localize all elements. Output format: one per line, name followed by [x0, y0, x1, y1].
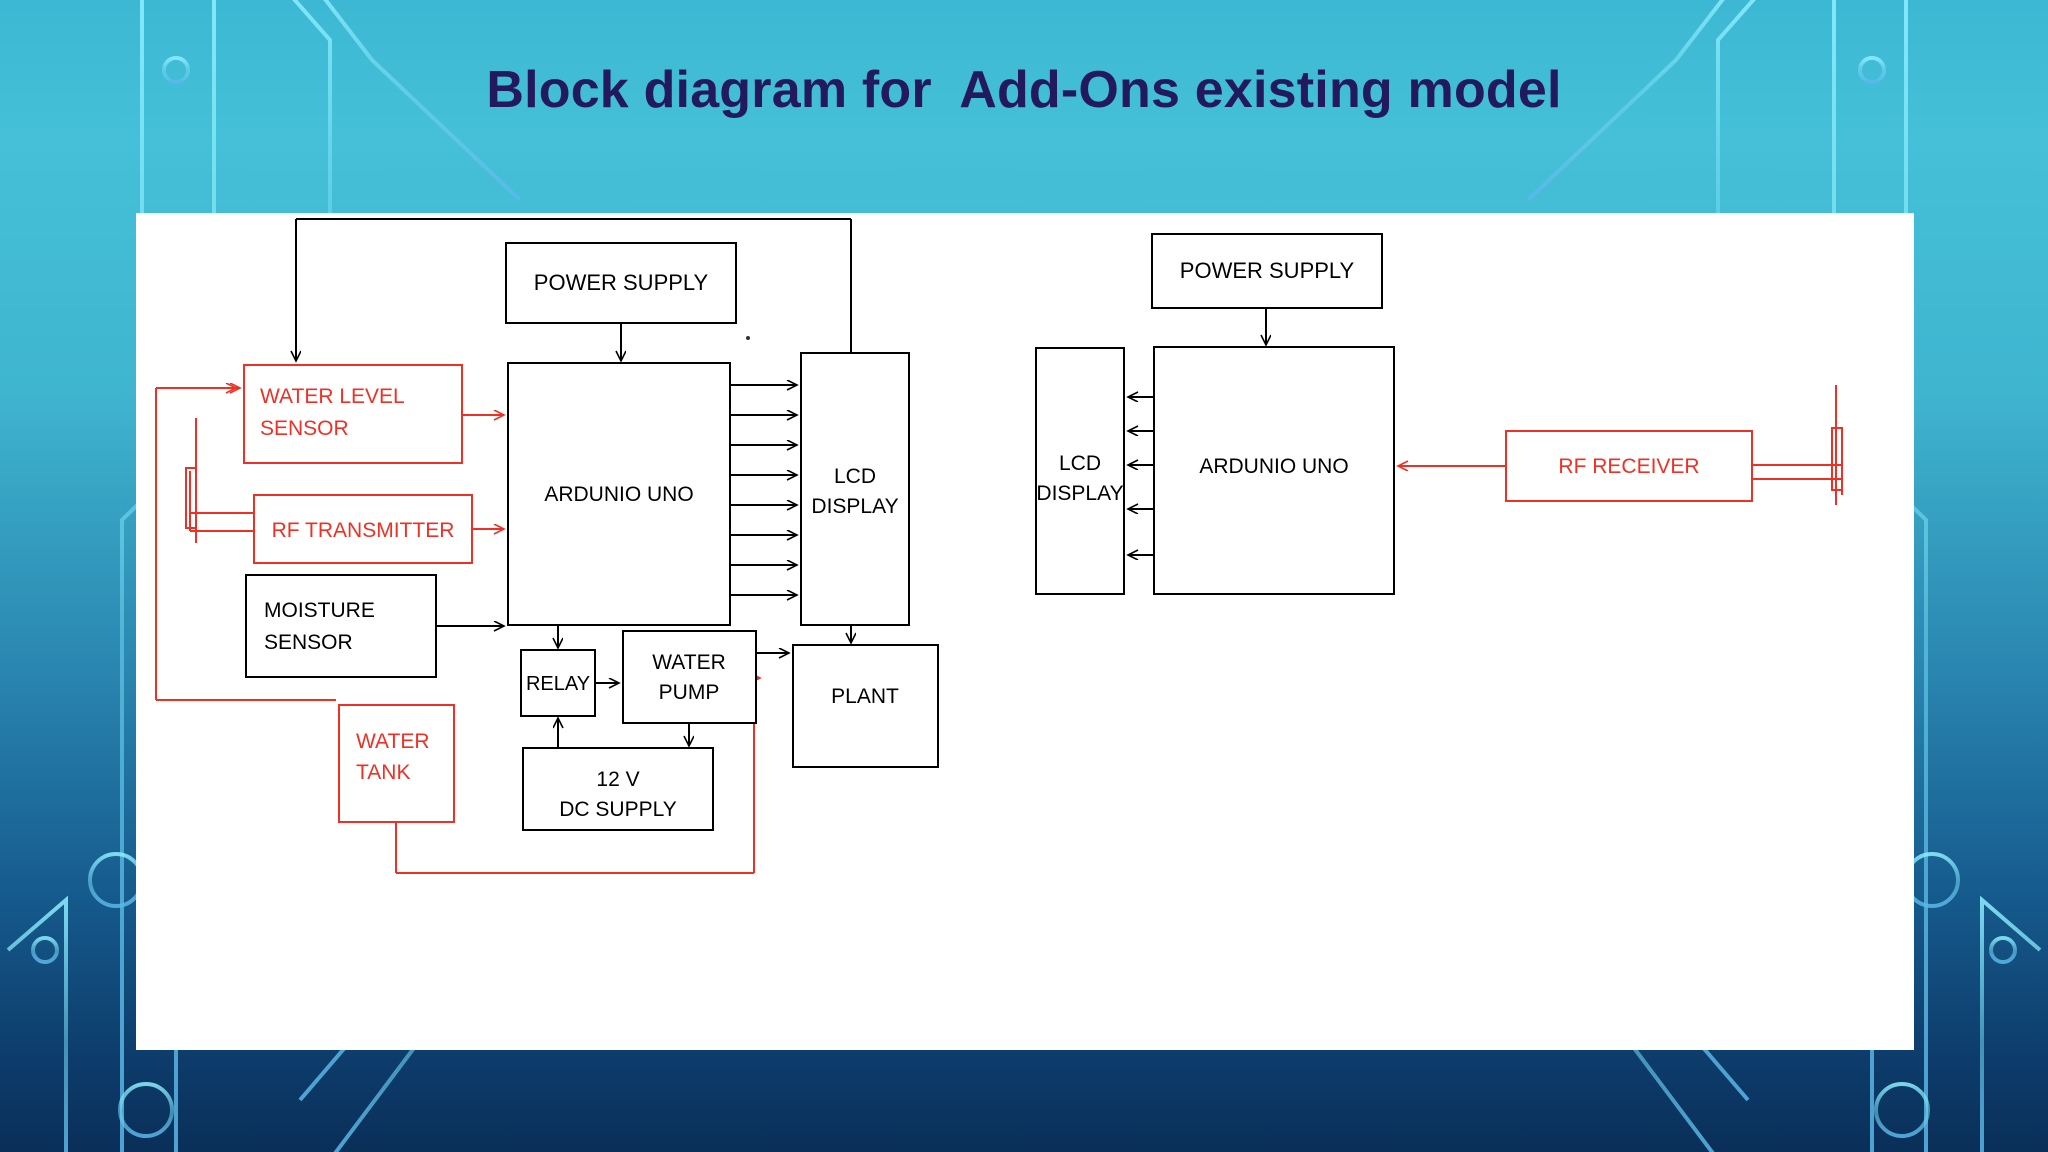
stray-dot-left — [746, 336, 750, 340]
block-relay-label: RELAY — [526, 673, 590, 695]
block-water-level-sensor-label-1: WATER LEVEL — [260, 385, 405, 408]
block-dc-supply-label-1: 12 V — [596, 768, 639, 791]
right-blocks: POWER SUPPLY LCD DISPLAY ARDUNIO UNO RF … — [1035, 233, 1753, 595]
block-rf-transmitter[interactable] — [253, 494, 473, 564]
block-ardunio-uno-label: ARDUNIO UNO — [544, 483, 693, 506]
block-lcd-display-2-label-1: LCD — [1059, 452, 1101, 475]
block-ardunio-uno-2[interactable] — [1153, 346, 1395, 595]
block-moisture-sensor-label-1: MOISTURE — [264, 599, 375, 622]
block-dc-supply[interactable] — [522, 747, 714, 831]
block-lcd-display-2[interactable] — [1035, 347, 1125, 595]
right-black-wires — [1128, 308, 1266, 555]
right-diagram-group: POWER SUPPLY LCD DISPLAY ARDUNIO UNO RF … — [1035, 233, 1843, 595]
block-lcd-display-label-2: DISPLAY — [811, 495, 898, 518]
block-water-pump-label-2: PUMP — [659, 681, 720, 704]
block-power-supply[interactable] — [505, 242, 737, 324]
block-water-level-sensor[interactable] — [243, 364, 463, 464]
block-lcd-display-label-1: LCD — [834, 465, 876, 488]
block-lcd-display[interactable] — [800, 352, 910, 626]
block-moisture-sensor[interactable] — [245, 574, 437, 678]
block-water-level-sensor-label-2: SENSOR — [260, 417, 349, 440]
block-power-supply-2-label: POWER SUPPLY — [1180, 258, 1355, 283]
block-water-tank[interactable] — [338, 704, 455, 823]
block-power-supply-2[interactable] — [1151, 233, 1383, 309]
diagram-canvas: POWER SUPPLY WATER LEVEL SENSOR RF TRANS… — [136, 213, 1914, 1050]
page-title: Block diagram for Add-Ons existing model — [486, 61, 1562, 119]
left-red-wires — [155, 388, 760, 874]
block-water-pump[interactable] — [622, 630, 757, 724]
block-water-tank-label-2: TANK — [356, 761, 410, 784]
right-red-wires — [1398, 385, 1843, 505]
block-lcd-display-2-label-2: DISPLAY — [1036, 482, 1123, 505]
block-ardunio-uno-2-label: ARDUNIO UNO — [1199, 455, 1348, 478]
block-water-tank-label-1: WATER — [356, 730, 430, 753]
block-power-supply-label: POWER SUPPLY — [534, 270, 709, 295]
block-water-pump-label-1: WATER — [652, 651, 726, 674]
left-diagram-group: POWER SUPPLY WATER LEVEL SENSOR RF TRANS… — [155, 218, 939, 874]
block-dc-supply-label-2: DC SUPPLY — [559, 798, 676, 821]
block-moisture-sensor-label-2: SENSOR — [264, 631, 353, 654]
block-diagram: POWER SUPPLY WATER LEVEL SENSOR RF TRANS… — [155, 218, 1843, 874]
block-plant[interactable] — [792, 644, 939, 768]
block-ardunio-uno[interactable] — [507, 362, 731, 626]
block-rf-transmitter-label: RF TRANSMITTER — [272, 519, 455, 542]
block-rf-receiver-label: RF RECEIVER — [1558, 455, 1699, 478]
block-rf-receiver[interactable] — [1505, 430, 1753, 502]
block-plant-label: PLANT — [831, 685, 899, 708]
block-relay[interactable] — [520, 649, 596, 717]
left-blocks: POWER SUPPLY WATER LEVEL SENSOR RF TRANS… — [243, 242, 939, 831]
